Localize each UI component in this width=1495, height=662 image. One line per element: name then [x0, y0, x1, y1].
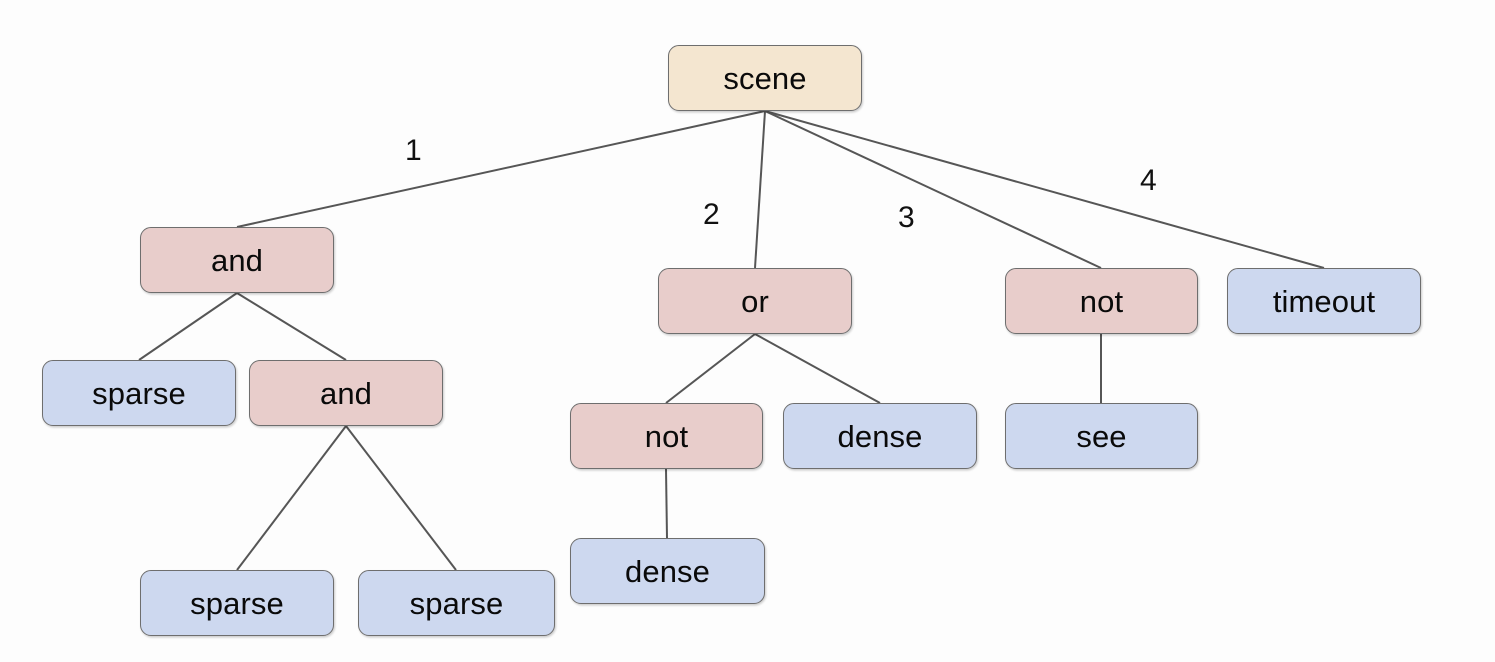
node-timeout1[interactable]: timeout: [1227, 268, 1421, 334]
edge-scene-to-or1: [754, 110, 766, 269]
node-sparse3[interactable]: sparse: [358, 570, 555, 636]
edge-label-2: 2: [703, 198, 720, 231]
edge-and1-to-and2: [236, 292, 347, 361]
node-sparse2[interactable]: sparse: [140, 570, 334, 636]
node-or1[interactable]: or: [658, 268, 852, 334]
node-dense1[interactable]: dense: [783, 403, 977, 469]
node-sparse1[interactable]: sparse: [42, 360, 236, 426]
edge-and1-to-sparse1: [138, 292, 238, 361]
node-and1[interactable]: and: [140, 227, 334, 293]
edge-label-1: 1: [405, 134, 422, 167]
edge-not2-to-dense2: [665, 468, 668, 539]
edge-or1-to-dense1: [754, 333, 881, 404]
edge-label-3: 3: [898, 201, 915, 234]
edge-scene-to-not1: [764, 110, 1102, 269]
edge-and2-to-sparse3: [345, 425, 457, 571]
node-and2[interactable]: and: [249, 360, 443, 426]
node-see1[interactable]: see: [1005, 403, 1198, 469]
edge-and2-to-sparse2: [236, 425, 347, 571]
edge-scene-to-timeout1: [764, 110, 1325, 269]
node-scene[interactable]: scene: [668, 45, 862, 111]
edge-scene-to-and1: [236, 110, 766, 228]
node-dense2[interactable]: dense: [570, 538, 765, 604]
edge-label-4: 4: [1140, 164, 1157, 197]
node-not2[interactable]: not: [570, 403, 763, 469]
node-not1[interactable]: not: [1005, 268, 1198, 334]
edge-or1-to-not2: [665, 333, 756, 404]
